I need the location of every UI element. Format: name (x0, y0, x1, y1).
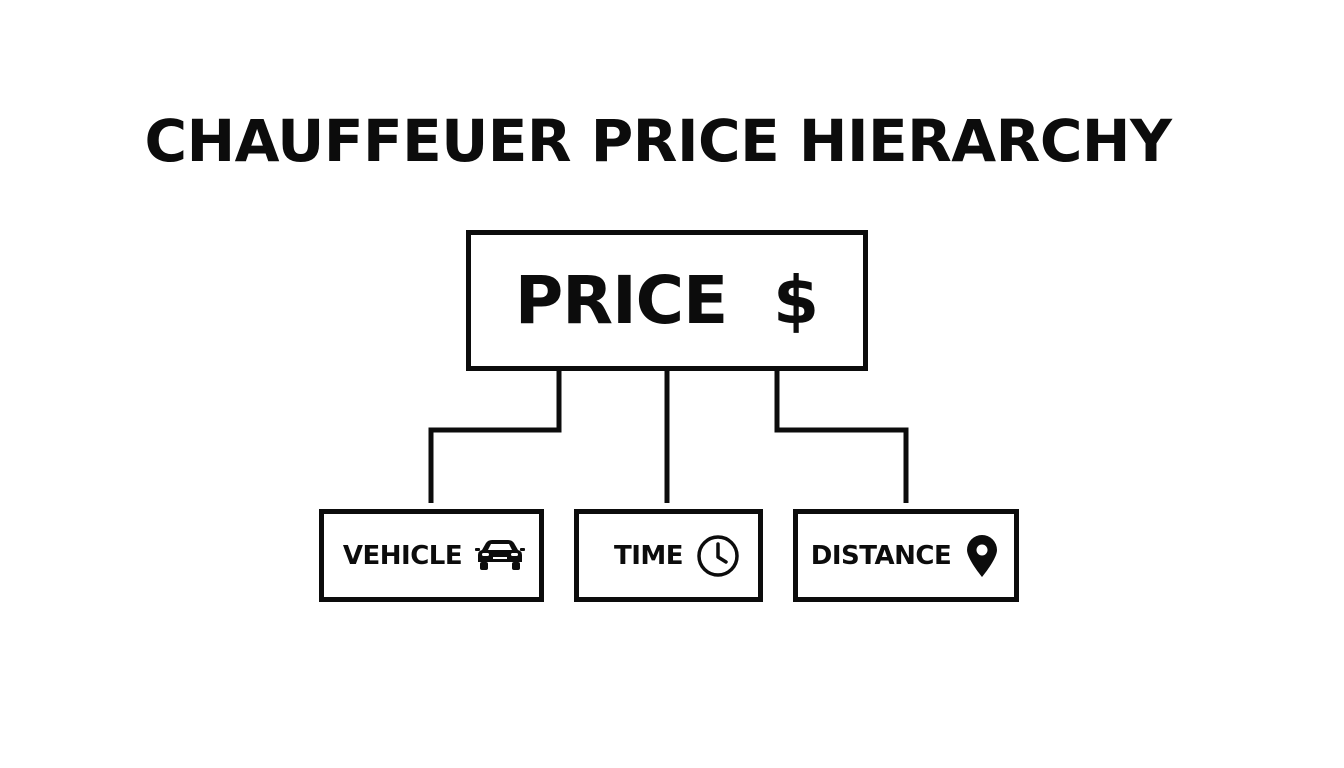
car-icon (474, 538, 526, 574)
time-node-label: TIME (613, 540, 684, 571)
vehicle-node-label: VEHICLE (342, 540, 463, 571)
distance-node-label: DISTANCE (810, 540, 952, 571)
map-pin-icon (963, 533, 1001, 579)
time-node: TIME (574, 509, 763, 602)
connector-distance (774, 369, 909, 503)
connector-vehicle (428, 369, 562, 503)
price-node-label: PRICE (514, 262, 728, 339)
diagram-title: CHAUFFEUER PRICE HIERARCHY (144, 107, 1172, 175)
vehicle-node: VEHICLE (319, 509, 544, 602)
dollar-icon: $ (773, 262, 820, 339)
distance-node: DISTANCE (793, 509, 1019, 602)
clock-icon (695, 533, 741, 579)
price-node: PRICE $ (466, 230, 868, 371)
